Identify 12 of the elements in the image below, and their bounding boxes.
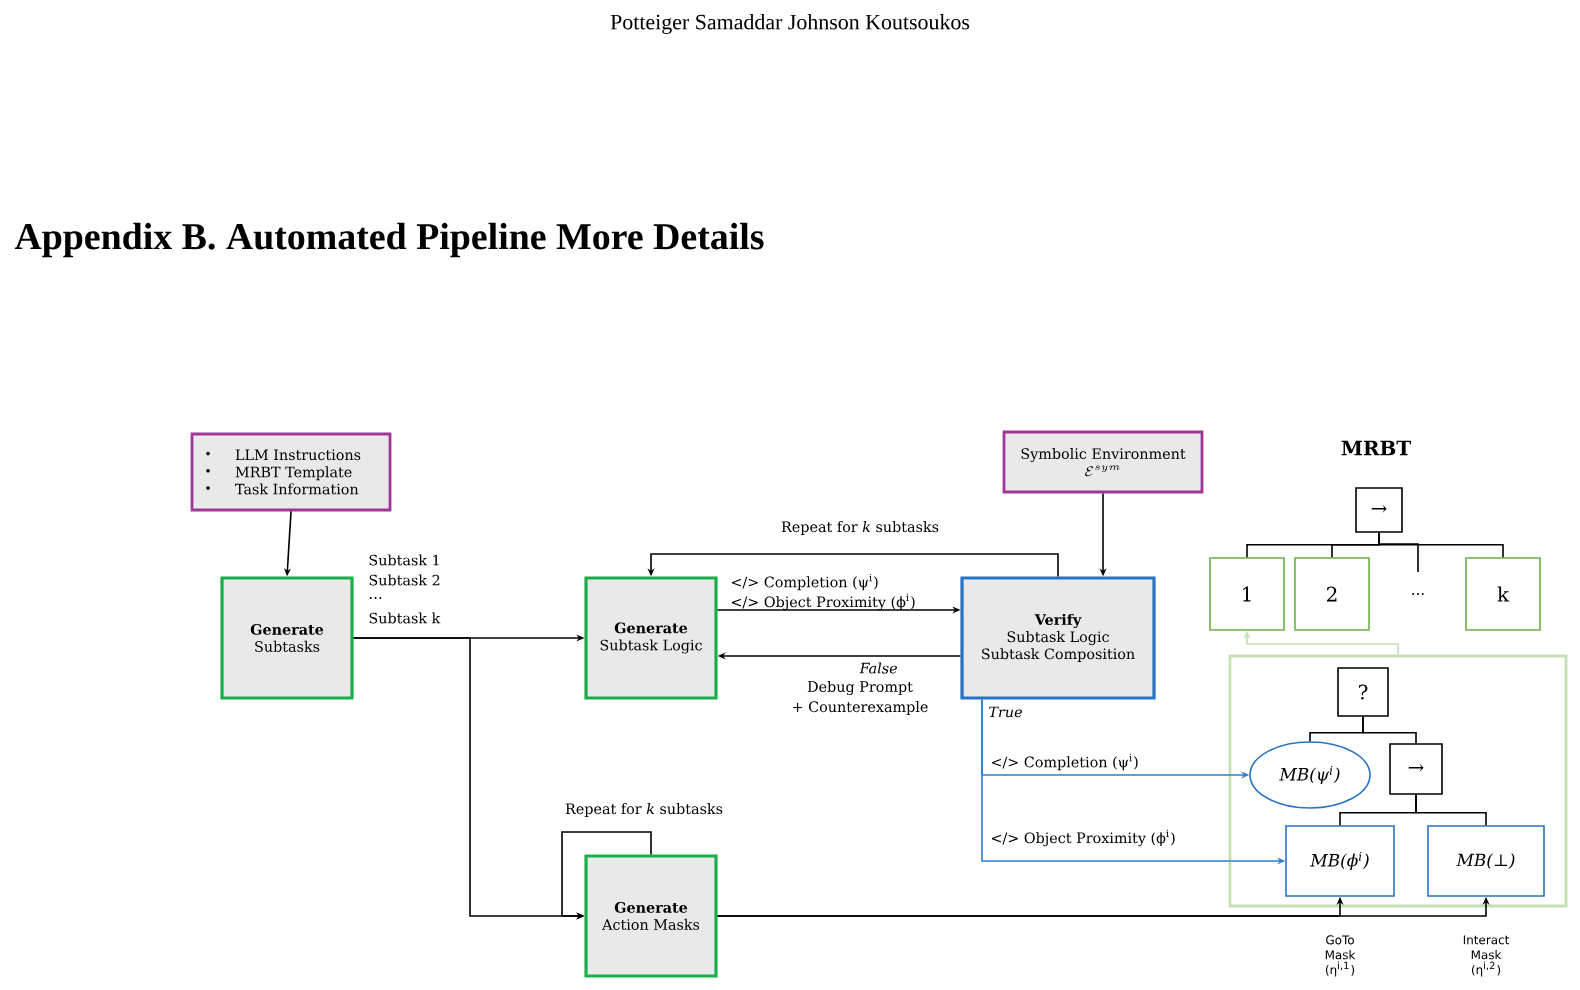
operator-box: → bbox=[1355, 487, 1403, 533]
subtask-box: 1 bbox=[1209, 557, 1285, 631]
mask-box: MB(⊥) bbox=[1427, 825, 1545, 897]
operator-box: → bbox=[1389, 743, 1443, 795]
subtree-box bbox=[1228, 654, 1568, 908]
running-header: Potteiger Samaddar Johnson Koutsoukos bbox=[610, 14, 970, 34]
subtask-box: k bbox=[1465, 557, 1541, 631]
tree-title: MRBT bbox=[1341, 440, 1411, 456]
subtask-box: 2 bbox=[1294, 557, 1370, 631]
section-title: Appendix B. Automated Pipeline More Details bbox=[14, 222, 764, 258]
operator-box: ? bbox=[1337, 667, 1389, 717]
mask-box: MB(ϕ$^{i}$) bbox=[1285, 825, 1395, 897]
